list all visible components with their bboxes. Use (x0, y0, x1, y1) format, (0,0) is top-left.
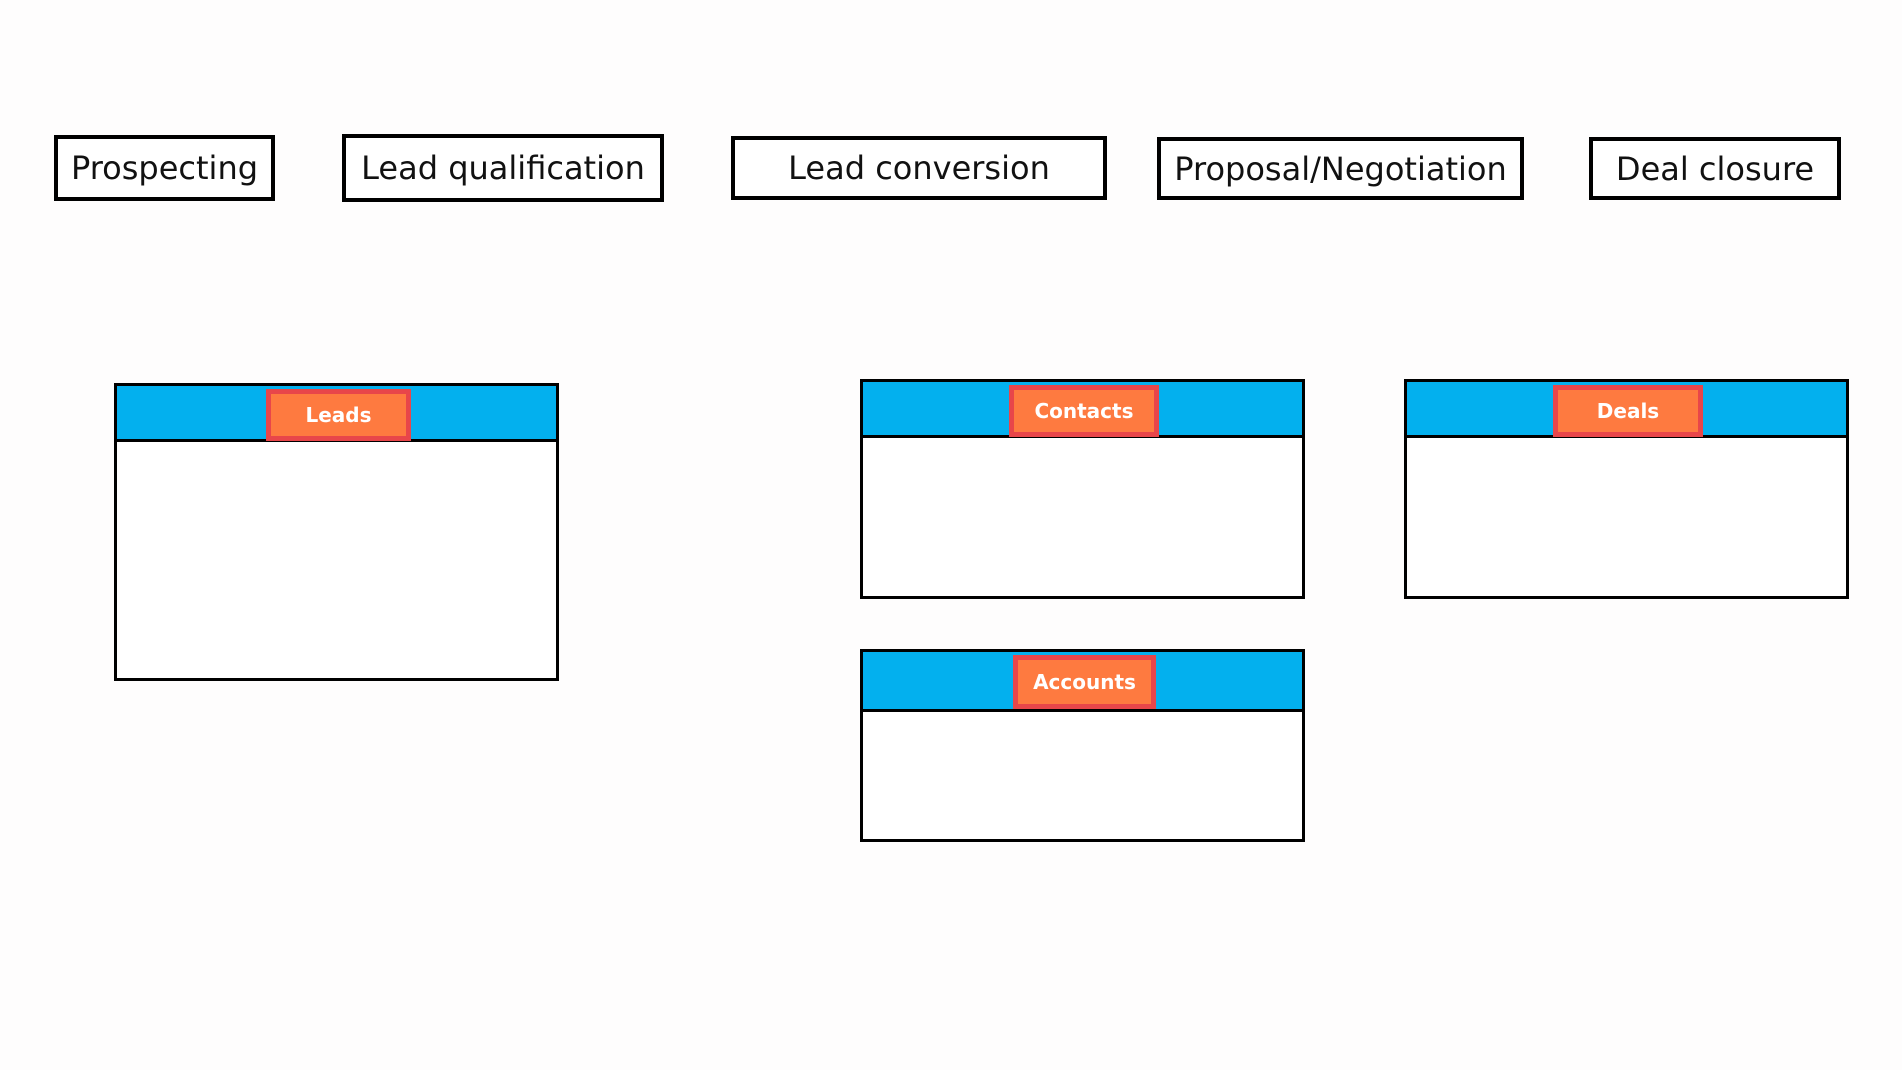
stage-lead-qualification-box: Lead qualification (342, 134, 664, 202)
contacts-tag: Contacts (1009, 385, 1159, 437)
module-header-bar: Leads (117, 386, 556, 442)
stage-prospecting-box: Prospecting (54, 135, 275, 201)
module-tag-label: Leads (305, 403, 372, 427)
accounts-tag: Accounts (1013, 655, 1156, 709)
module-header-bar: Deals (1407, 382, 1846, 438)
stage-proposal-negotiation-box: Proposal/Negotiation (1157, 137, 1524, 200)
stage-label: Proposal/Negotiation (1174, 149, 1507, 188)
module-tag-label: Deals (1596, 399, 1660, 423)
leads-tag: Leads (266, 389, 411, 441)
stage-label: Lead qualification (361, 149, 645, 187)
deals-module-window: Deals (1404, 379, 1849, 599)
stage-label: Lead conversion (788, 149, 1050, 187)
deals-tag: Deals (1553, 385, 1703, 437)
stage-label: Deal closure (1615, 149, 1815, 188)
stage-deal-closure-box: Deal closure (1589, 137, 1841, 200)
stage-label: Prospecting (70, 149, 259, 187)
module-tag-label: Accounts (1033, 670, 1136, 694)
contacts-module-window: Contacts (860, 379, 1305, 599)
accounts-module-window: Accounts (860, 649, 1305, 842)
module-header-bar: Accounts (863, 652, 1302, 712)
module-tag-label: Contacts (1034, 399, 1134, 423)
module-header-bar: Contacts (863, 382, 1302, 438)
leads-module-window: Leads (114, 383, 559, 681)
stage-lead-conversion-box: Lead conversion (731, 136, 1107, 200)
